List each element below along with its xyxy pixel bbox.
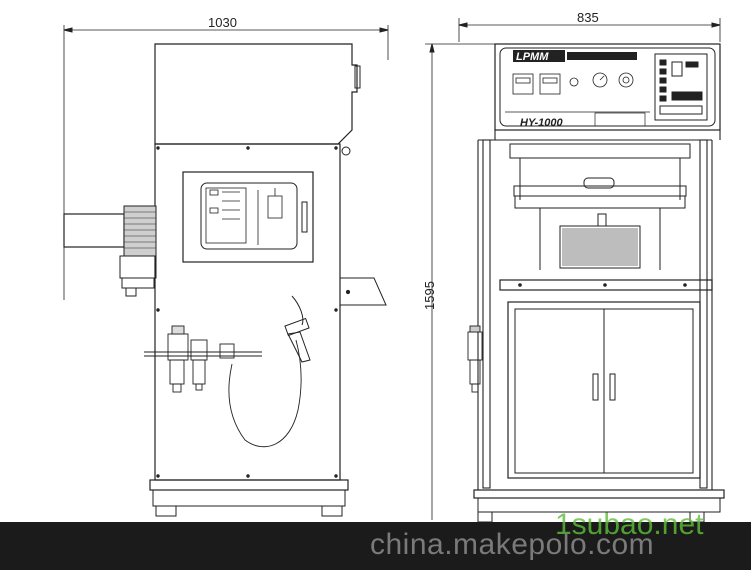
side-wheels	[155, 505, 343, 517]
brand-text: LPMM	[516, 51, 549, 63]
front-view: 835 1595 LPMM	[422, 10, 725, 523]
front-width-label: 835	[577, 10, 599, 25]
side-window-glass	[200, 182, 298, 250]
model-text: HY-1000	[520, 117, 563, 129]
control-housing	[494, 43, 721, 131]
air-gun	[284, 295, 311, 363]
housing-latch	[354, 65, 361, 89]
model-plate: HY-1000	[505, 111, 650, 129]
right-door-handle	[609, 373, 616, 401]
side-knob	[341, 146, 351, 156]
side-base	[149, 479, 349, 491]
work-table	[499, 279, 713, 291]
side-base-lower	[152, 489, 346, 507]
side-view: 1030	[63, 15, 389, 517]
side-tray	[339, 277, 387, 306]
side-width-dimension: 1030	[63, 15, 389, 300]
height-dimension: 1595	[422, 43, 500, 520]
watermark: 1subao.net	[555, 508, 704, 541]
brand-logo: LPMM	[513, 50, 637, 63]
table-screws	[518, 283, 687, 287]
tray-screw	[345, 289, 351, 295]
cabinet	[507, 301, 701, 479]
press-mechanism	[509, 143, 691, 270]
front-base-lower	[477, 497, 721, 513]
air-filter-regulator	[144, 325, 302, 448]
panel-controls	[512, 72, 634, 95]
upper-housing	[154, 43, 358, 145]
side-width-label: 1030	[208, 15, 237, 30]
footer-bar	[0, 522, 751, 570]
side-window-frame	[182, 171, 314, 263]
front-base	[473, 489, 725, 499]
height-label: 1595	[422, 281, 437, 310]
front-frame	[477, 130, 721, 490]
front-regulator	[467, 325, 483, 393]
window-internals	[205, 187, 283, 245]
left-door-handle	[592, 373, 599, 401]
footer-site-text: china.makepolo.com	[370, 528, 655, 561]
side-rivets	[156, 146, 338, 478]
motor	[63, 205, 157, 297]
window-handle	[301, 201, 308, 233]
front-width-dimension: 835	[458, 10, 721, 42]
display-screen	[654, 53, 708, 121]
